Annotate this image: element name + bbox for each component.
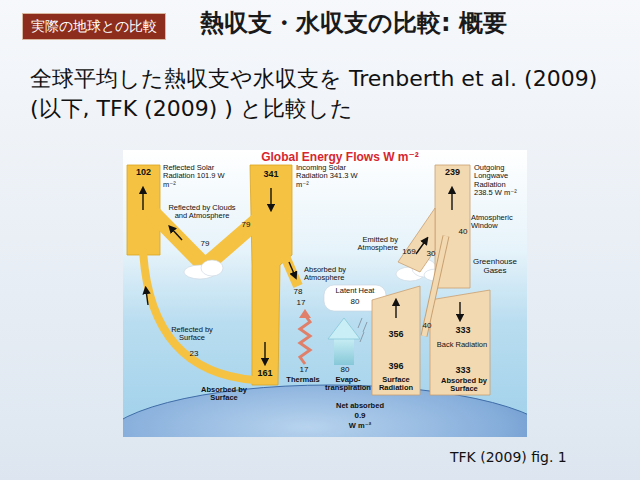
flux-value: 30 — [424, 250, 438, 259]
slide-title: 熱収支・水収支の比較: 概要 — [200, 10, 507, 36]
flux-value: 102 — [127, 168, 160, 178]
flux-value: 17 — [294, 299, 308, 308]
flux-label: Incoming Solar Radiation 341.3 W m⁻² — [296, 164, 366, 189]
flux-label: Atmospheric Window — [471, 214, 525, 231]
flux-label: Emitted by Atmosphere — [346, 236, 398, 253]
net-unit: W m⁻² — [325, 422, 395, 430]
flux-label: Reflected Solar Radiation 101.9 W m⁻² — [163, 164, 238, 189]
flux-label: Absorbed by Surface — [434, 377, 494, 394]
flux-label: Outgoing Longwave Radiation 238.5 W m⁻² — [474, 164, 526, 197]
flux-label: Latent Heat — [326, 287, 384, 295]
flux-value: 239 — [435, 168, 470, 178]
body-text: 全球平均した熱収支や水収支を Trenberth et al. (2009) (… — [30, 64, 620, 123]
flux-value: 161 — [252, 369, 278, 379]
flux-value: 356 — [374, 330, 418, 340]
flux-label: Absorbed by Atmosphere — [304, 266, 366, 283]
flux-value: 17 — [296, 366, 312, 375]
flux-value: 80 — [337, 366, 353, 375]
flux-value: 396 — [374, 362, 418, 372]
flux-value: 79 — [190, 240, 220, 249]
flux-label: Back Radiation — [436, 341, 488, 349]
flux-label: Absorbed by Surface — [196, 386, 252, 403]
flux-label: Surface Radiation — [368, 376, 424, 393]
tag-text: 実際の地球との比較 — [31, 18, 157, 35]
figure — [123, 150, 527, 437]
figure-title: Global Energy Flows W m⁻² — [230, 151, 450, 164]
figure-caption: TFK (2009) fig. 1 — [450, 450, 567, 465]
flux-value: 40 — [455, 228, 471, 237]
flux-value: 341 — [250, 170, 292, 180]
flux-label: Evapo- transpiration — [322, 376, 374, 393]
flux-value: 23 — [184, 350, 204, 359]
flux-label: Reflected by Surface — [166, 326, 218, 343]
flux-value: 40 — [420, 322, 434, 331]
section-tag: 実際の地球との比較 — [22, 13, 166, 40]
flux-value: 333 — [440, 366, 486, 376]
flux-value: 79 — [236, 221, 256, 230]
flux-value: 80 — [345, 298, 365, 307]
flux-value: 78 — [290, 288, 306, 297]
net-label: Net absorbed — [325, 402, 395, 410]
flux-label: Thermals — [280, 376, 326, 384]
net-value: 0.9 — [325, 412, 395, 421]
flux-label: Greenhouse Gases — [466, 258, 524, 276]
flux-value: 333 — [440, 326, 486, 336]
flux-label: Reflected by Clouds and Atmosphere — [166, 204, 238, 221]
flux-value: 169 — [398, 248, 420, 257]
